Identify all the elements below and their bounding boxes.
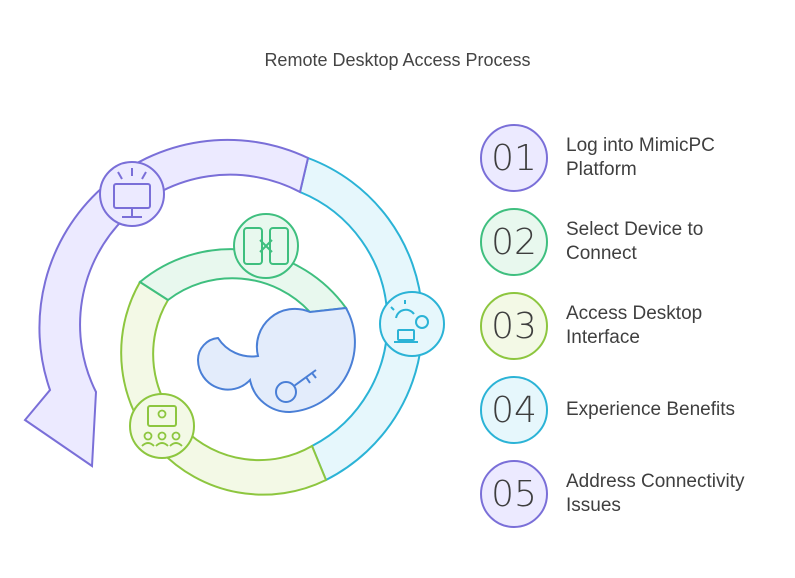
outer-ring-purple-arrow [23,138,310,468]
step-4-label: Experience Benefits [566,399,735,420]
step-1-badge: 01 [480,124,548,192]
step-1-label: Log into MimicPC Platform [566,135,715,180]
inner-blue-hook [196,306,356,414]
diagram-title: Remote Desktop Access Process [264,50,531,70]
cycle-diagram [23,138,445,496]
step-3: 03 Access Desktop Interface [480,288,780,364]
step-2-label: Select Device to Connect [566,219,704,264]
step-5-badge: 05 [480,460,548,528]
step-1: 01 Log into MimicPC Platform [480,120,780,196]
step-5: 05 Address Connectivity Issues [480,456,780,532]
weather-laptop-icon [379,291,445,357]
monitor-icon [99,161,165,227]
middle-ring-green-segment [138,248,348,314]
step-2: 02 Select Device to Connect [480,204,780,280]
step-4-badge: 04 [480,376,548,444]
key-icon [275,369,317,403]
mobile-devices-icon [233,213,299,279]
step-5-label: Address Connectivity Issues [566,471,745,516]
step-3-label: Access Desktop Interface [566,303,703,348]
presentation-audience-icon [129,393,195,459]
step-2-badge: 02 [480,208,548,276]
step-3-badge: 03 [480,292,548,360]
step-4: 04 Experience Benefits [480,372,780,448]
